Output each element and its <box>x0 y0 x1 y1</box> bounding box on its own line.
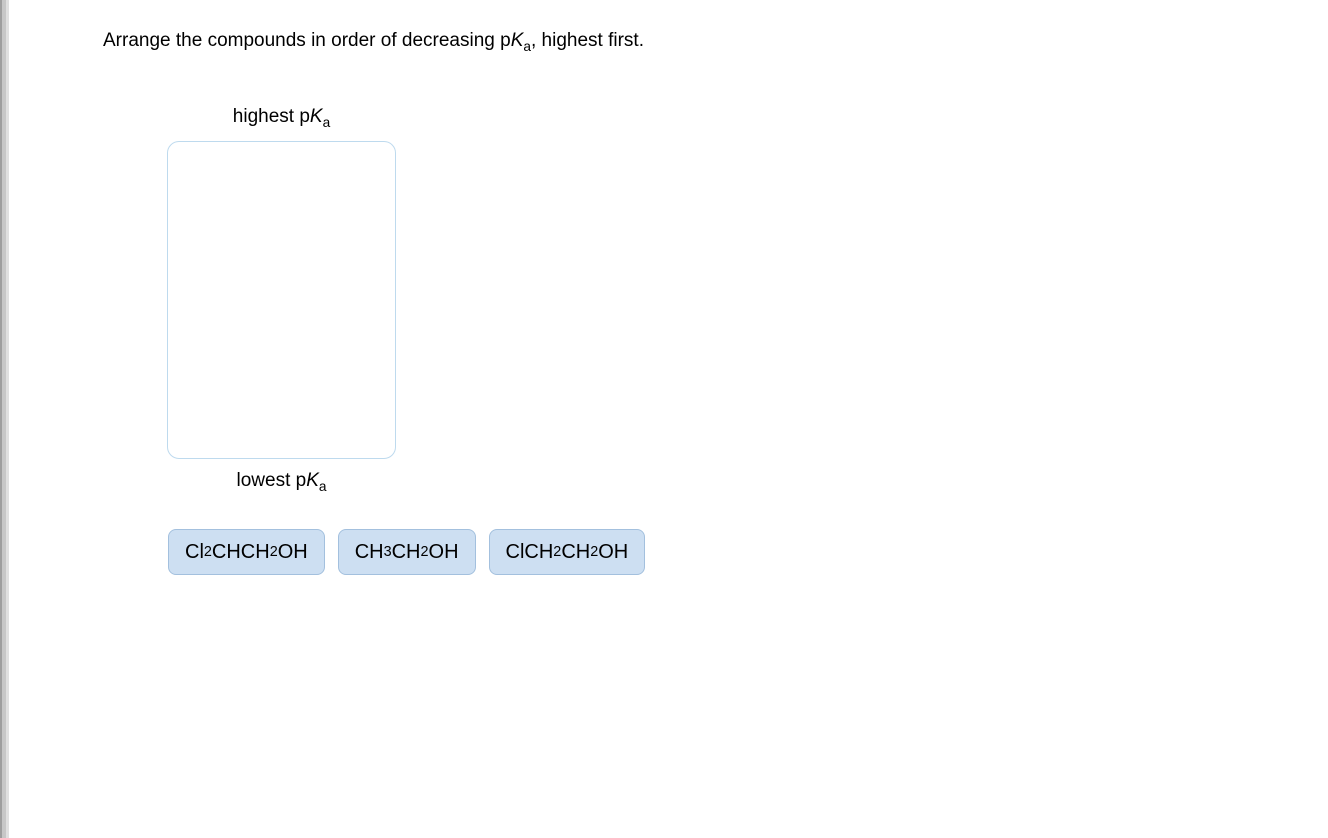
answer-dropzone[interactable] <box>167 141 396 459</box>
question-prompt: Arrange the compounds in order of decrea… <box>103 30 644 54</box>
highest-pka-label: highest pKa <box>232 106 331 130</box>
lowest-pka-label: lowest pKa <box>236 470 327 494</box>
window-left-border <box>0 0 9 838</box>
